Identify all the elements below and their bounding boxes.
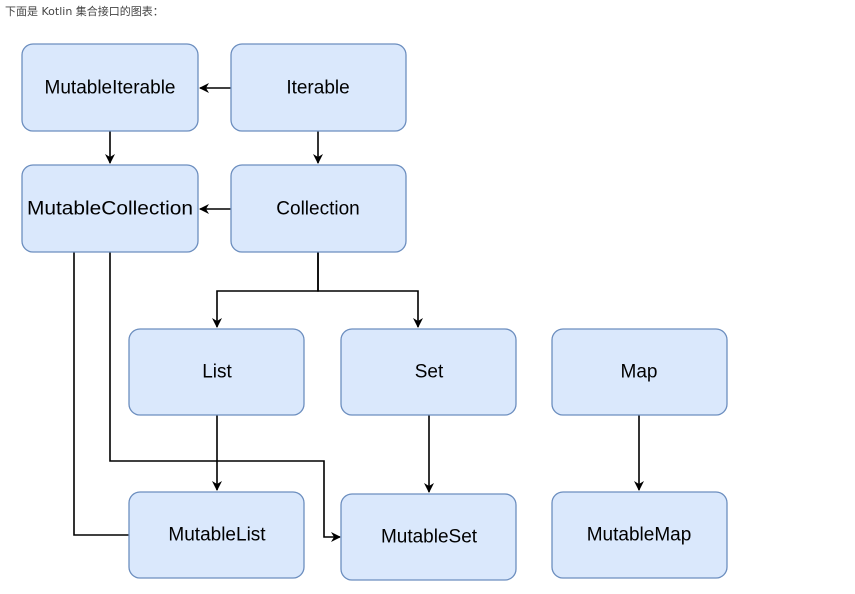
edge-mutablecollection-to-mutablelist bbox=[73, 252, 129, 536]
node-label: MutableMap bbox=[587, 525, 692, 546]
node-iterable: Iterable bbox=[230, 43, 407, 132]
node-mutable-list: MutableList bbox=[128, 491, 305, 579]
node-map: Map bbox=[551, 328, 728, 416]
node-collection: Collection bbox=[230, 164, 407, 253]
node-label: Collection bbox=[276, 199, 359, 220]
node-label: Iterable bbox=[286, 78, 349, 99]
diagram-caption: 下面是 Kotlin 集合接口的图表： bbox=[5, 5, 164, 18]
edge-collection-to-list bbox=[212, 252, 319, 328]
node-label: Map bbox=[621, 362, 658, 383]
node-label: MutableIterable bbox=[45, 78, 176, 99]
node-label: MutableList bbox=[168, 525, 266, 546]
node-list: List bbox=[128, 328, 305, 416]
node-mutable-iterable: MutableIterable bbox=[21, 43, 199, 132]
node-mutable-set: MutableSet bbox=[340, 493, 517, 581]
node-mutable-collection: MutableCollection bbox=[21, 164, 199, 253]
node-label: List bbox=[202, 362, 232, 383]
node-mutable-map: MutableMap bbox=[551, 491, 728, 579]
edges bbox=[73, 83, 644, 542]
edge-collection-to-set bbox=[317, 252, 423, 328]
node-label: Set bbox=[415, 362, 444, 383]
node-set: Set bbox=[340, 328, 517, 416]
node-label: MutableCollection bbox=[27, 199, 193, 220]
node-label: MutableSet bbox=[381, 527, 478, 548]
edge-mutablecollection-to-mutableset bbox=[109, 252, 341, 542]
